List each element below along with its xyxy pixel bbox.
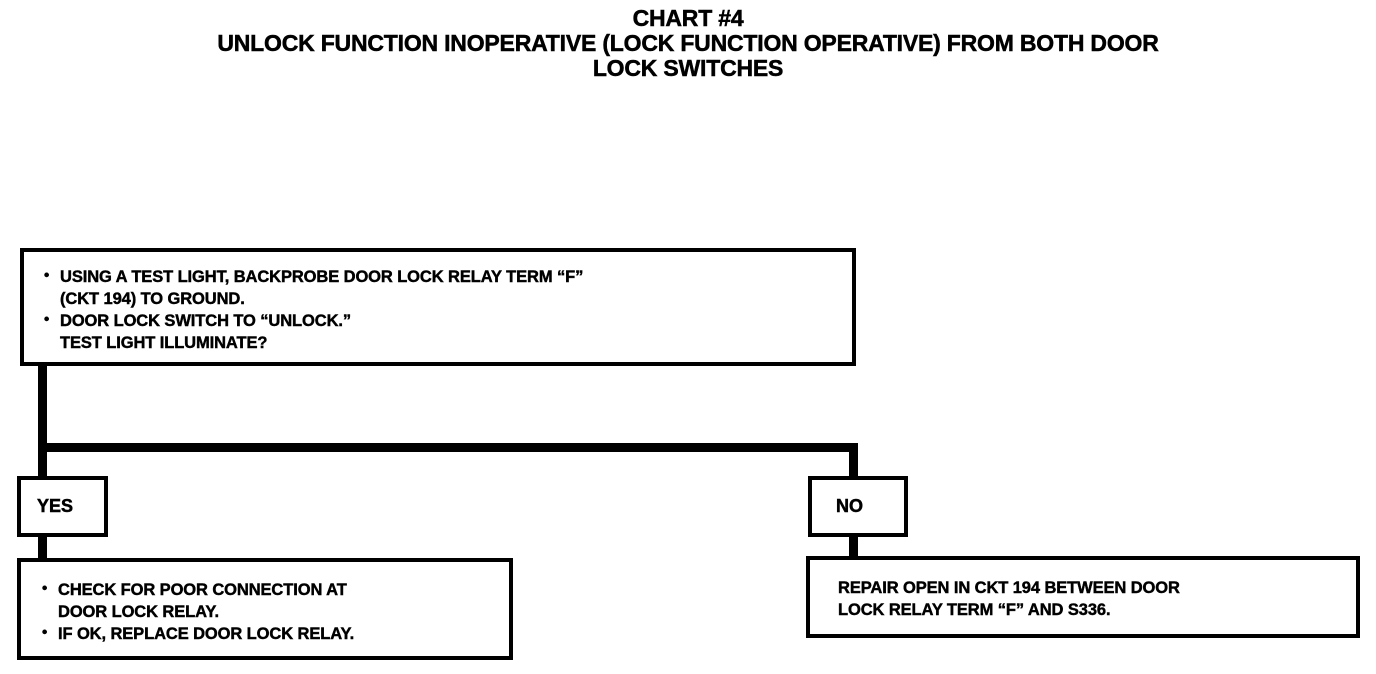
test-step-line-4: TEST LIGHT ILLUMINATE?	[60, 334, 268, 352]
test-step-line-1: USING A TEST LIGHT, BACKPROBE DOOR LOCK …	[44, 265, 584, 288]
branch-label-yes: YES	[17, 476, 108, 537]
action-yes-line-3: IF OK, REPLACE DOOR LOCK RELAY.	[42, 622, 354, 645]
test-step-box: USING A TEST LIGHT, BACKPROBE DOOR LOCK …	[20, 248, 856, 366]
test-step-line-2: (CKT 194) TO GROUND.	[60, 290, 245, 308]
test-step-text: USING A TEST LIGHT, BACKPROBE DOOR LOCK …	[44, 265, 584, 354]
branch-label-no-text: NO	[836, 496, 864, 517]
connector-branch-bus	[38, 443, 858, 452]
branch-label-yes-text: YES	[37, 496, 74, 517]
action-no-text: REPAIR OPEN IN CKT 194 BETWEEN DOOR LOCK…	[838, 577, 1180, 621]
action-yes-line-1: CHECK FOR POOR CONNECTION AT	[42, 578, 354, 601]
action-yes-line-2: DOOR LOCK RELAY.	[58, 603, 220, 621]
title-line-chart-number: CHART #4	[632, 5, 744, 31]
connector-to-yes-label	[38, 443, 47, 478]
title-line-description-1: UNLOCK FUNCTION INOPERATIVE (LOCK FUNCTI…	[217, 30, 1159, 56]
action-no-line-2: LOCK RELAY TERM “F” AND S336.	[838, 601, 1111, 619]
connector-question-stem	[38, 366, 47, 448]
connector-to-no-label	[849, 443, 858, 478]
action-box-yes: CHECK FOR POOR CONNECTION AT DOOR LOCK R…	[17, 558, 513, 660]
title-line-description-2: LOCK SWITCHES	[592, 55, 784, 81]
connector-no-label-to-action	[849, 535, 858, 558]
branch-label-no: NO	[808, 476, 908, 537]
action-yes-text: CHECK FOR POOR CONNECTION AT DOOR LOCK R…	[42, 578, 354, 645]
test-step-line-3: DOOR LOCK SWITCH TO “UNLOCK.”	[44, 309, 583, 332]
page-title: CHART #4 UNLOCK FUNCTION INOPERATIVE (LO…	[0, 5, 1376, 81]
connector-yes-label-to-action	[38, 535, 47, 560]
action-box-no: REPAIR OPEN IN CKT 194 BETWEEN DOOR LOCK…	[806, 556, 1360, 638]
action-no-line-1: REPAIR OPEN IN CKT 194 BETWEEN DOOR	[838, 579, 1180, 597]
